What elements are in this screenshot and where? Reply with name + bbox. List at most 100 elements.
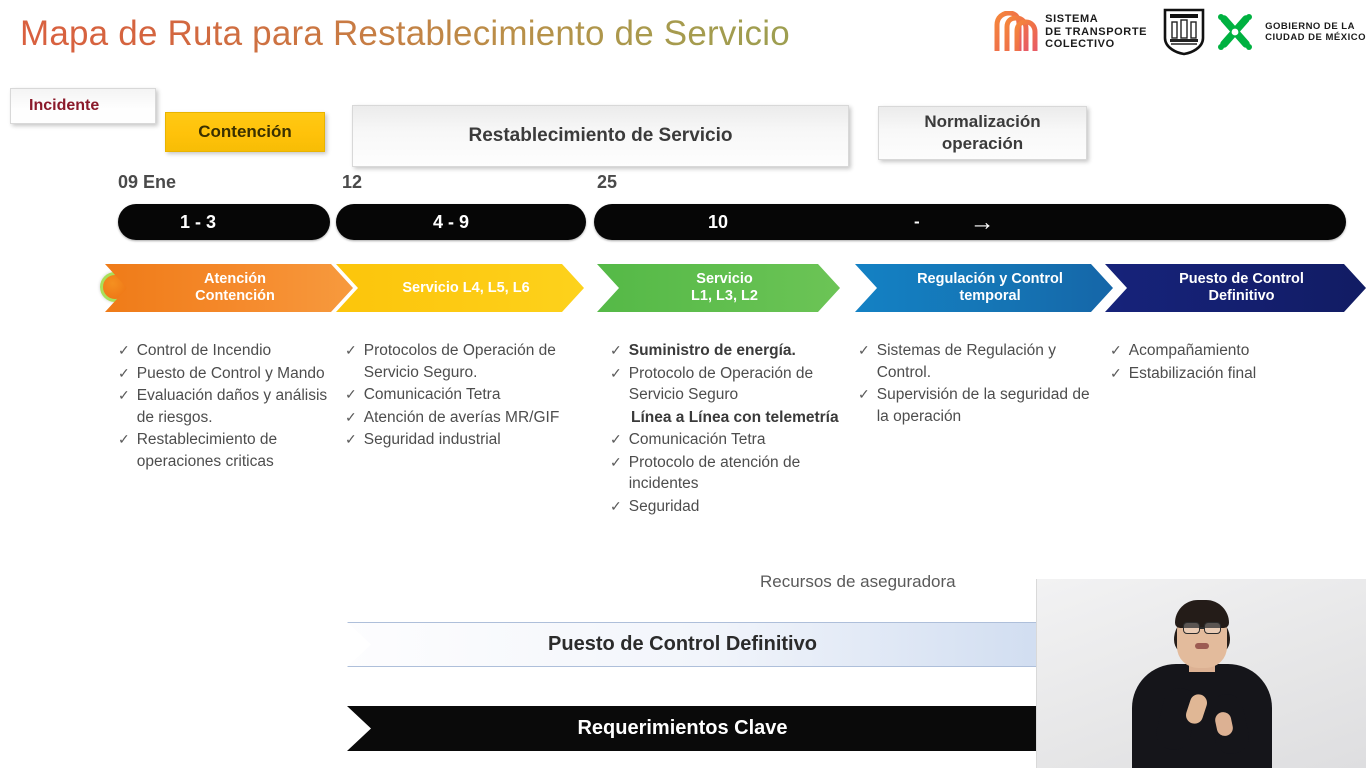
chevron-2-line-2: L1, L3, L2 (691, 288, 758, 304)
bullet-item: ✓ Protocolo de atención de incidentes (610, 452, 842, 495)
timeline-pill-10-dash: - (914, 212, 920, 231)
check-icon: ✓ (345, 342, 357, 358)
phase-box-normalizacion: Normalización operación (878, 106, 1087, 160)
bullet-text: Estabilización final (1128, 364, 1257, 382)
glasses-bridge-icon (1198, 627, 1205, 629)
bullet-text: Evaluación daños y análisis de riesgos. (136, 387, 328, 426)
stc-line-2: DE TRANSPORTE (1045, 25, 1148, 38)
phase-label-normalizacion: Normalización operación (924, 111, 1040, 155)
bullet-item: ✓ Evaluación daños y análisis de riesgos. (118, 385, 346, 428)
cdmx-x-icon (1218, 14, 1253, 50)
bullet-column-servicio-l4-l5-l6: ✓ Protocolos de Operación de Servicio Seg… (345, 340, 593, 452)
bullet-text: Seguridad industrial (363, 431, 501, 448)
banner-puesto-control-definitivo-label: Puesto de Control Definitivo (548, 633, 817, 655)
banner-requerimientos-clave-label: Requerimientos Clave (577, 717, 788, 739)
arrow-right-icon: → (969, 207, 995, 236)
cdmx-logo-text: GOBIERNO DE LA CIUDAD DE MÉXICO (1265, 21, 1366, 44)
chevron-3-line-1: Regulación y Control (917, 271, 1063, 287)
bullet-column-servicio-l1-l3-l2: ✓Suministro de energía. ✓Protocolo de Op… (610, 340, 842, 518)
bullet-text: Protocolos de Operación de Servicio Segu… (363, 342, 556, 381)
bullet-item: ✓ Control de Incendio (118, 340, 346, 362)
chevron-regulacion-control-temporal[interactable]: Regulación y Control temporal (855, 264, 1113, 312)
bullet-item: ✓ Seguridad industrial (345, 429, 593, 451)
check-icon: ✓ (118, 342, 130, 358)
check-icon: ✓ (345, 431, 357, 447)
cdmx-coat-of-arms-icon (1163, 8, 1205, 56)
chevron-atencion-contencion-label: Atención Contención (173, 271, 285, 305)
check-icon: ✓ (610, 497, 622, 514)
bullet-column-atencion-contencion: ✓ Control de Incendio ✓Puesto de Control … (118, 340, 346, 473)
check-icon: ✓ (610, 342, 622, 358)
chevron-2-line-1: Servicio (696, 271, 753, 287)
stc-metro-logo: SISTEMA DE TRANSPORTE COLECTIVO (994, 11, 1147, 53)
chevron-row: Atención Contención Servicio L4, L5, L6 … (0, 262, 1366, 314)
check-icon: ✓ (1110, 364, 1122, 381)
bullet-item: ✓Supervisión de la seguridad de la opera… (858, 384, 1094, 427)
phase-label-restablecimiento: Restablecimiento de Servicio (468, 125, 733, 146)
sign-language-interpreter-video[interactable] (1036, 579, 1366, 768)
bullet-text: Sistemas de Regulación y Control. (876, 342, 1056, 381)
bullet-item: ✓Acompañamiento (1110, 340, 1340, 362)
bullet-item: ✓ Restablecimiento de operaciones critica… (118, 429, 346, 472)
bullet-item: ✓Seguridad (610, 496, 842, 518)
phase-label-contencion: Contención (198, 122, 292, 141)
check-icon: ✓ (1110, 342, 1122, 358)
stc-line-1: SISTEMA (1045, 13, 1099, 26)
bullet-column-puesto-control: ✓Acompañamiento ✓ Estabilización final (1110, 340, 1340, 385)
bullet-text: Control de Incendio (136, 342, 272, 359)
bullet-item: ✓ Comunicación Tetra (610, 429, 842, 451)
chevron-servicio-l1-l3-l2-label: Servicio L1, L3, L2 (669, 271, 768, 305)
bullet-item: ✓Atención de averías MR/GIF (345, 407, 593, 429)
timeline-pill-4-9-label: 4 - 9 (433, 211, 470, 232)
chevron-atencion-contencion[interactable]: Atención Contención (105, 264, 353, 312)
logo-bar: SISTEMA DE TRANSPORTE COLECTIVO (994, 8, 1366, 56)
glasses-right-lens-icon (1203, 622, 1221, 634)
timeline-pill-1-3: 1 - 3 (118, 204, 330, 240)
timeline-pill-4-9: 4 - 9 (336, 204, 586, 240)
chevron-4-line-2: Definitivo (1208, 288, 1275, 304)
bullet-item: ✓ Protocolos de Operación de Servicio Seg… (345, 340, 593, 383)
interpreter-mouth (1194, 643, 1209, 649)
normalizacion-line-1: Normalización (924, 112, 1041, 131)
cdmx-line-1: GOBIERNO DE LA (1265, 20, 1355, 32)
bullet-item: ✓Comunicación Tetra (345, 384, 593, 406)
chevron-regulacion-label: Regulación y Control temporal (895, 271, 1073, 305)
check-icon: ✓ (118, 364, 130, 381)
chevron-4-line-1: Puesto de Control (1179, 271, 1304, 287)
phase-box-contencion: Contención (165, 112, 325, 152)
bullet-item: ✓ Sistemas de Regulación y Control. (858, 340, 1094, 383)
cdmx-logo-group: GOBIERNO DE LA CIUDAD DE MÉXICO (1163, 8, 1366, 56)
bullet-item: ✓ Protocolo de Operación de Servicio Segu… (610, 363, 842, 406)
check-icon: ✓ (858, 342, 870, 358)
chevron-servicio-l1-l3-l2[interactable]: Servicio L1, L3, L2 (597, 264, 840, 312)
bullet-item: ✓Puesto de Control y Mando (118, 363, 346, 385)
interpreter-figure (1127, 600, 1277, 768)
bullet-text: Protocolo de Operación de Servicio Segur… (628, 364, 814, 404)
date-label-09-ene: 09 Ene (118, 172, 177, 192)
bullet-text: Comunicación Tetra (628, 431, 766, 448)
chevron-servicio-l4-l5-l6-label: Servicio L4, L5, L6 (402, 279, 530, 296)
chevron-0-line-1: Atención (203, 271, 267, 287)
bullet-text: Línea a Línea con telemetría (631, 408, 839, 426)
bullet-text: Protocolo de atención de incidentes (628, 453, 801, 493)
bullet-text: Restablecimiento de operaciones criticas (136, 431, 278, 470)
recursos-aseguradora-label: Recursos de aseguradora (760, 572, 956, 591)
check-icon: ✓ (118, 387, 130, 403)
check-icon: ✓ (858, 386, 870, 402)
cdmx-line-2: CIUDAD DE MÉXICO (1265, 32, 1366, 43)
stc-line-3: COLECTIVO (1045, 38, 1115, 51)
chevron-puesto-control-label: Puesto de Control Definitivo (1157, 271, 1314, 305)
check-icon: ✓ (345, 386, 357, 402)
page-title: Mapa de Ruta para Restablecimiento de Se… (20, 14, 790, 53)
check-icon: ✓ (610, 431, 622, 447)
stc-logo-text: SISTEMA DE TRANSPORTE COLECTIVO (1045, 13, 1147, 51)
bullet-text: Atención de averías MR/GIF (363, 408, 560, 426)
check-icon: ✓ (118, 431, 130, 447)
check-icon: ✓ (610, 364, 622, 381)
chevron-puesto-control-definitivo[interactable]: Puesto de Control Definitivo (1105, 264, 1366, 312)
timeline-pill-10-label: 10 (708, 211, 729, 232)
check-icon: ✓ (610, 453, 622, 470)
chevron-servicio-l4-l5-l6[interactable]: Servicio L4, L5, L6 (336, 264, 584, 312)
metro-m-icon (994, 11, 1038, 51)
